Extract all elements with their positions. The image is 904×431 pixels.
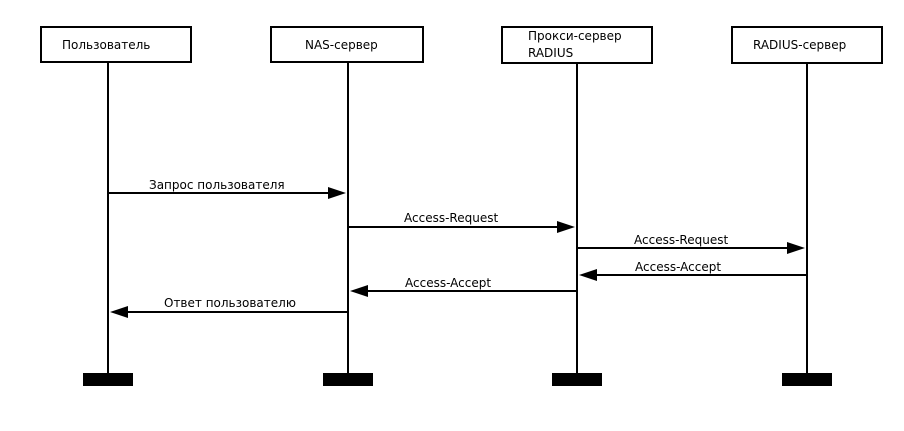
arrowhead-left-icon	[110, 306, 128, 318]
participant-nas: NAS-сервер	[270, 26, 424, 386]
participant-proxy: Прокси-сервер RADIUS	[501, 26, 653, 386]
arrowhead-right-icon	[787, 242, 805, 254]
participant-box	[40, 26, 192, 63]
participant-box	[270, 26, 424, 63]
participant-label: Пользователь	[62, 38, 150, 52]
participant-label: NAS-сервер	[305, 38, 378, 52]
arrowhead-left-icon	[350, 285, 368, 297]
message-nas-to-proxy: Access-Request	[348, 211, 575, 233]
participant-radius: RADIUS-сервер	[731, 26, 883, 386]
message-nas-to-user: Ответ пользователю	[110, 296, 348, 318]
arrowhead-right-icon	[328, 187, 346, 199]
participant-label-line1: Прокси-сервер	[528, 29, 622, 43]
message-proxy-to-radius: Access-Request	[577, 233, 805, 254]
lifeline-end-bar	[782, 373, 832, 386]
participant-box	[501, 26, 653, 64]
message-label: Запрос пользователя	[149, 178, 285, 192]
message-label: Access-Accept	[405, 276, 491, 290]
message-label: Access-Request	[634, 233, 728, 247]
lifeline-end-bar	[323, 373, 373, 386]
participant-user: Пользователь	[40, 26, 192, 386]
participant-label-line2: RADIUS	[528, 46, 573, 60]
lifeline-end-bar	[83, 373, 133, 386]
message-radius-to-proxy: Access-Accept	[579, 260, 807, 281]
message-proxy-to-nas: Access-Accept	[350, 276, 577, 297]
arrowhead-left-icon	[579, 269, 597, 281]
message-label: Access-Request	[404, 211, 498, 225]
message-user-to-nas: Запрос пользователя	[108, 178, 346, 199]
message-label: Ответ пользователю	[164, 296, 296, 310]
arrowhead-right-icon	[557, 221, 575, 233]
message-label: Access-Accept	[635, 260, 721, 274]
participant-label: RADIUS-сервер	[753, 38, 846, 52]
lifeline-end-bar	[552, 373, 602, 386]
